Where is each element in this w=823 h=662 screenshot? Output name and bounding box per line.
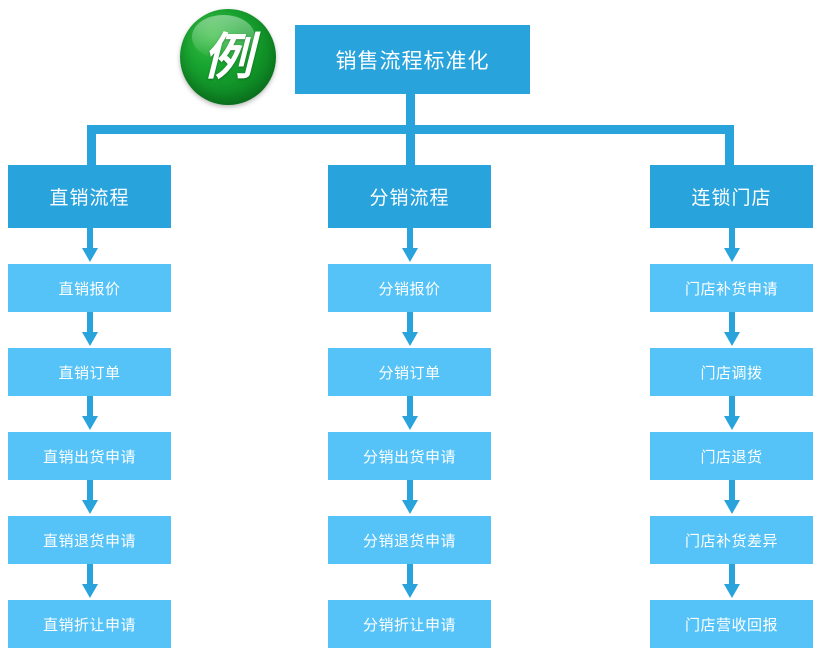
example-badge-icon: 例: [180, 9, 276, 105]
step-node-label: 门店补货差异: [684, 532, 778, 550]
step-node[interactable]: 门店补货申请: [650, 264, 813, 312]
arrow-down-icon: [650, 396, 813, 432]
step-node[interactable]: 分销出货申请: [328, 432, 491, 480]
step-node-label: 直销订单: [58, 364, 121, 382]
step-node[interactable]: 分销报价: [328, 264, 491, 312]
connector-drop-branch-2: [406, 125, 415, 167]
step-node[interactable]: 分销订单: [328, 348, 491, 396]
connector-drop-branch-3: [725, 125, 734, 167]
branch-column-2: 分销流程 分销报价 分销订单 分销出货申请 分销退货申请 分销折让申请: [328, 165, 491, 648]
arrow-down-icon: [328, 396, 491, 432]
step-node-label: 直销退货申请: [42, 532, 136, 550]
step-node[interactable]: 直销订单: [8, 348, 171, 396]
arrow-down-icon: [8, 228, 171, 264]
step-node[interactable]: 直销退货申请: [8, 516, 171, 564]
arrow-down-icon: [650, 228, 813, 264]
step-node[interactable]: 门店营收回报: [650, 600, 813, 648]
step-node[interactable]: 直销出货申请: [8, 432, 171, 480]
branch-column-3: 连锁门店 门店补货申请 门店调拨 门店退货 门店补货差异 门店营收回报: [650, 165, 813, 648]
branch-header-label: 直销流程: [49, 188, 130, 209]
branch-header-label: 连锁门店: [691, 188, 772, 209]
root-node-label: 销售流程标准化: [335, 49, 490, 73]
branch-column-1: 直销流程 直销报价 直销订单 直销出货申请 直销退货申请 直销折让申请: [8, 165, 171, 648]
arrow-down-icon: [328, 312, 491, 348]
step-node-label: 门店营收回报: [684, 616, 778, 634]
step-node-label: 直销折让申请: [42, 616, 136, 634]
step-node[interactable]: 门店调拨: [650, 348, 813, 396]
step-node[interactable]: 直销报价: [8, 264, 171, 312]
example-badge-label: 例: [203, 29, 253, 85]
step-node-label: 分销退货申请: [362, 532, 456, 550]
connector-drop-branch-1: [87, 125, 96, 167]
root-node-sales-process-standardization[interactable]: 销售流程标准化: [295, 25, 530, 94]
arrow-down-icon: [8, 480, 171, 516]
branch-header-label: 分销流程: [369, 188, 450, 209]
step-node[interactable]: 门店退货: [650, 432, 813, 480]
arrow-down-icon: [328, 480, 491, 516]
step-node-label: 直销报价: [58, 280, 121, 298]
arrow-down-icon: [650, 564, 813, 600]
arrow-down-icon: [328, 228, 491, 264]
step-node-label: 分销订单: [378, 364, 441, 382]
step-node[interactable]: 分销折让申请: [328, 600, 491, 648]
step-node-label: 门店调拨: [700, 364, 763, 382]
arrow-down-icon: [8, 312, 171, 348]
step-node-label: 门店补货申请: [684, 280, 778, 298]
arrow-down-icon: [8, 564, 171, 600]
branch-header-2[interactable]: 分销流程: [328, 165, 491, 228]
step-node-label: 分销出货申请: [362, 448, 456, 466]
connector-root-stem: [406, 94, 415, 133]
step-node[interactable]: 门店补货差异: [650, 516, 813, 564]
arrow-down-icon: [328, 564, 491, 600]
branch-header-3[interactable]: 连锁门店: [650, 165, 813, 228]
branch-header-1[interactable]: 直销流程: [8, 165, 171, 228]
step-node-label: 分销折让申请: [362, 616, 456, 634]
arrow-down-icon: [650, 480, 813, 516]
step-node[interactable]: 直销折让申请: [8, 600, 171, 648]
step-node-label: 直销出货申请: [42, 448, 136, 466]
step-node-label: 门店退货: [700, 448, 763, 466]
arrow-down-icon: [8, 396, 171, 432]
step-node[interactable]: 分销退货申请: [328, 516, 491, 564]
arrow-down-icon: [650, 312, 813, 348]
step-node-label: 分销报价: [378, 280, 441, 298]
